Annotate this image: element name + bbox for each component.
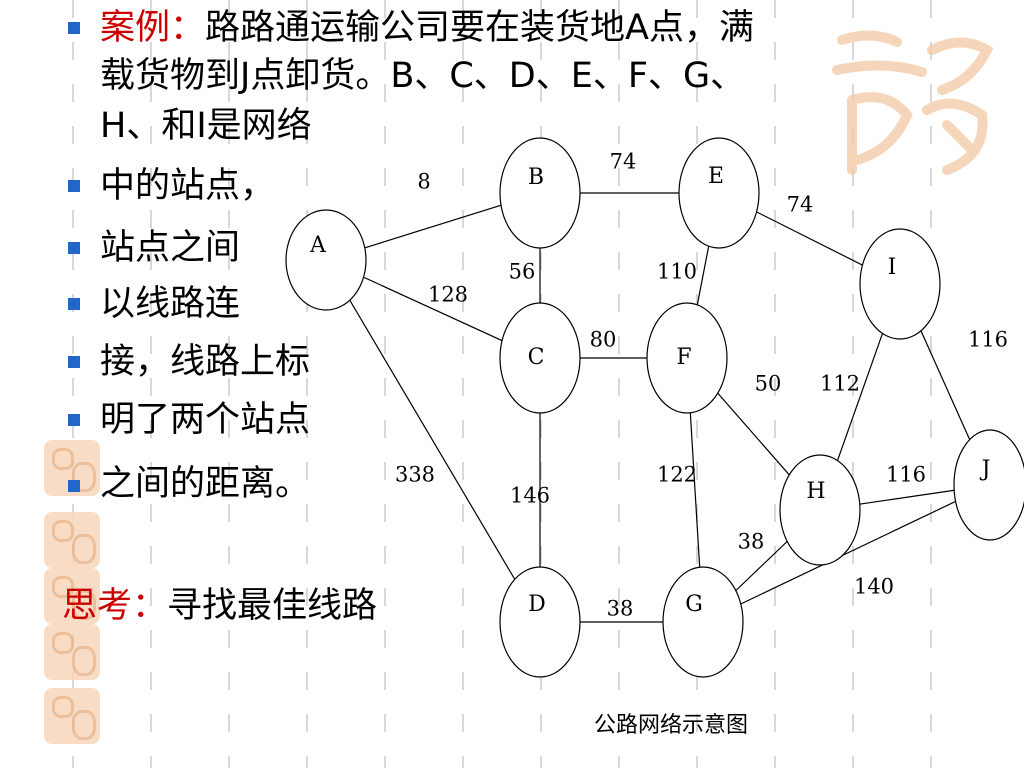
edge-weight-label: 50 [755, 372, 782, 396]
node-g [662, 566, 744, 678]
seal-watermark [832, 30, 994, 175]
bullet-marker [68, 22, 80, 34]
stripe [150, 0, 152, 768]
node-label: H [806, 479, 825, 504]
stripe [384, 0, 386, 768]
node-label: A [309, 233, 327, 258]
edge-weight-label: 116 [886, 463, 926, 487]
diagram-caption: 公路网络示意图 [594, 713, 749, 738]
stripe [852, 0, 854, 768]
node-e [678, 137, 760, 249]
edge-weight-label: 38 [738, 530, 765, 554]
bullet-line: 站点之间 [100, 228, 241, 268]
node-label: E [708, 164, 724, 189]
stripe [930, 0, 932, 768]
node-c [499, 302, 581, 414]
node-label: F [676, 345, 691, 370]
edge-weight-label: 112 [820, 372, 860, 396]
node-f [646, 302, 728, 414]
intro-line-3: H、和I是网络 [100, 106, 312, 146]
bullet-line: 明了两个站点 [100, 400, 311, 440]
think-line: 思考：寻找最佳线路 [62, 584, 377, 628]
think-text: 寻找最佳线路 [167, 586, 378, 626]
bullet-marker [68, 480, 80, 492]
node-a [285, 209, 367, 311]
edge-weight-label: 146 [510, 484, 550, 508]
node-j [953, 429, 1024, 541]
seal-stamp [44, 512, 100, 568]
node-h [779, 454, 861, 566]
edge-weight-label: 74 [787, 193, 814, 217]
bullet-marker [68, 242, 80, 254]
edge-weight-label: 74 [610, 150, 637, 174]
weights-layer: 8 128 338 74 56 74 110 80 146 50 122 112 116 116 38 38 1… [395, 150, 1008, 621]
stripe [462, 0, 464, 768]
nodes-layer: A B C D E F G H I J [285, 137, 1024, 678]
bullet-marker [68, 180, 80, 192]
edge-weight-label: 8 [417, 170, 430, 194]
seal-stamp [44, 568, 100, 624]
seal-stamp [44, 688, 100, 744]
edge-weight-label: 128 [428, 283, 468, 307]
bullet-line: 之间的距离。 [100, 464, 311, 504]
stripe [306, 0, 308, 768]
think-label: 思考： [62, 586, 168, 626]
node-label: G [685, 592, 703, 617]
stripe [774, 0, 776, 768]
edge-weight-label: 56 [509, 260, 536, 284]
edge-a-d [325, 259, 541, 623]
bullet-marker [68, 356, 80, 368]
seal-stamp [44, 624, 100, 680]
bullet-line: 接，线路上标 [100, 342, 311, 382]
stripe [228, 0, 230, 768]
edge-weight-label: 110 [657, 260, 697, 284]
intro-line-2: 载货物到J点卸货。B、C、D、E、F、G、 [100, 56, 746, 96]
node-d [499, 566, 581, 678]
case-label: 案例： [100, 8, 206, 48]
node-label: I [888, 255, 897, 280]
node-i [859, 228, 941, 340]
node-label: C [528, 345, 545, 370]
edge-weight-label: 122 [657, 463, 697, 487]
stripe [72, 0, 74, 768]
stripe [618, 0, 620, 768]
edge-weight-label: 80 [590, 328, 617, 352]
intro-line-1-text: 路路通运输公司要在装货地A点，满 [205, 8, 754, 48]
node-b [499, 137, 581, 249]
edge-weight-label: 116 [968, 328, 1008, 352]
node-label: B [528, 165, 544, 190]
intro-line-1: 案例：路路通运输公司要在装货地A点，满 [100, 6, 754, 50]
edge-weight-label: 338 [395, 463, 435, 487]
edge-g-j [702, 484, 991, 623]
node-label: D [528, 592, 546, 617]
edge-weight-label: 140 [854, 575, 894, 599]
edge-weight-label: 38 [607, 597, 634, 621]
bullet-marker [68, 298, 80, 310]
node-label: J [980, 457, 991, 482]
bullet-line: 中的站点， [100, 166, 276, 206]
bullet-marker [68, 414, 80, 426]
bullet-line: 以线路连 [100, 284, 241, 324]
